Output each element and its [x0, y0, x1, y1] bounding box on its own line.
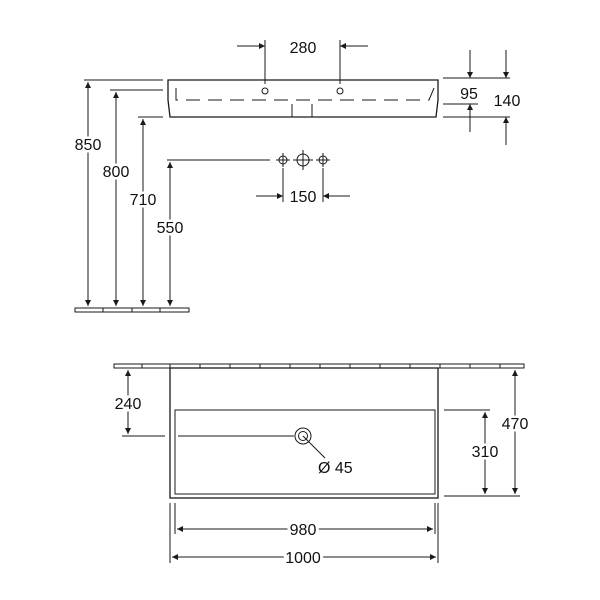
waste-outlet-hidden: [291, 104, 313, 117]
dim-95-label: 95: [460, 86, 478, 103]
dim-800-label: 800: [103, 164, 130, 181]
dim-470-label: 470: [502, 416, 529, 433]
front-view: 280 95 140 850 800 710 550: [72, 40, 520, 313]
dim-280-label: 280: [290, 40, 317, 57]
dim-550-label: 550: [157, 220, 184, 237]
waste-hole-outer-icon: [294, 427, 312, 445]
plan-view: Ø 45 240 310 470 980 1000: [112, 363, 531, 570]
dim-tap-spacing: 280: [237, 40, 368, 84]
basin-plan-outer: [169, 367, 439, 499]
basin-side-outline: [167, 79, 439, 118]
dim-240-label: 240: [115, 396, 142, 413]
floor-line: [74, 307, 190, 313]
dim-980-label: 980: [290, 522, 317, 539]
dim-850-label: 850: [75, 137, 102, 154]
dim-1000-label: 1000: [285, 550, 321, 567]
connection-points: [276, 150, 330, 170]
dim-310-label: 310: [472, 444, 499, 461]
tap-hole-left-icon: [261, 87, 269, 95]
basin-plan-inner: [174, 409, 436, 495]
dim-right-side: 95 140: [443, 50, 520, 145]
waste-leader-line: [302, 435, 326, 459]
dim-710-label: 710: [130, 192, 157, 209]
basin-bowl-hidden-line: [175, 87, 435, 101]
dim-140-label: 140: [494, 93, 521, 110]
dim-150-label: 150: [290, 189, 317, 206]
dim-waste-diameter-label: Ø 45: [318, 460, 353, 477]
tap-hole-right-icon: [336, 87, 344, 95]
waste-hole-inner-icon: [298, 431, 308, 441]
dim-connection-spacing: 150: [256, 168, 350, 206]
